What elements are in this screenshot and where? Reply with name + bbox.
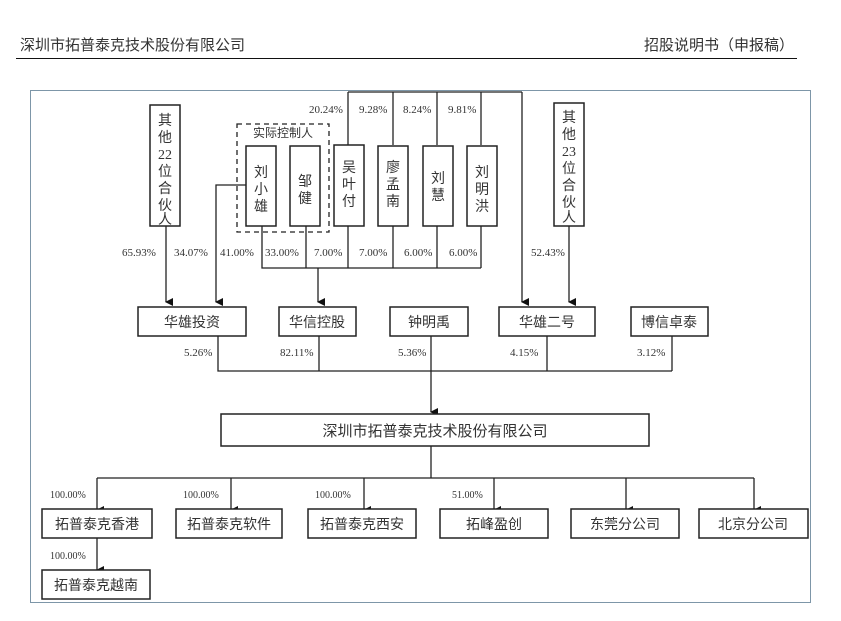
pct-liuxiaoxiong-to-huaxiong: 34.07% [174,247,208,259]
pct-huaxin-holding: 82.11% [280,347,314,359]
label-liuhui-1: 刘 [431,171,445,187]
label-liuxiaoxiong-1: 刘 [254,165,268,181]
label-others22-5: 合 [158,181,172,197]
label-liuminghong-1: 刘 [475,165,489,181]
label-huaxiong-invest: 华雄投资 [164,315,220,331]
node-liaomengnan [377,145,409,227]
label-others22-7: 人 [158,212,172,228]
node-beijing-branch [698,508,809,539]
node-zoujian [289,145,321,227]
label-liuminghong-2: 明 [475,183,489,198]
node-company [220,413,650,447]
pct-huaxiong-invest: 5.26% [184,347,212,359]
node-tuopu-software [175,508,283,539]
label-others22-1: 其 [158,113,172,129]
node-others23 [553,102,585,227]
label-others22-6: 伙 [158,199,172,214]
label-company: 深圳市拓普泰克技术股份有限公司 [322,423,547,440]
pct-zoujian-to-huaxin: 33.00% [265,247,299,259]
label-wuyefu-3: 付 [342,194,356,210]
node-zhongmingyu [389,306,469,337]
node-others22 [149,104,181,227]
node-tuopu-vietnam [41,569,151,600]
pct-liuhui-to-huaxiong2: 8.24% [403,104,431,116]
node-huaxin-holding [278,306,357,337]
label-zoujian-2: 健 [298,191,312,207]
node-tuopu-xian [307,508,417,539]
actual-controller-label: 实际控制人 [253,125,313,140]
node-liuxiaoxiong [245,145,277,227]
label-huaxin-holding: 华信控股 [289,315,345,331]
label-others23-1: 其 [562,110,576,126]
label-liuhui-2: 慧 [431,188,445,204]
pct-tuopu-hk: 100.00% [50,490,86,501]
node-liuhui [422,145,454,227]
arrow-liuxiaoxiong-to-huaxiong [215,184,246,306]
label-wuyefu-1: 吴 [342,161,356,176]
pct-tuopu-vietnam: 100.00% [50,551,86,562]
label-others22-3: 22 [158,148,172,163]
node-tuopu-hk [41,508,153,539]
label-others23-7: 人 [562,210,576,226]
label-huaxiong2: 华雄二号 [519,315,575,331]
connector-shareholder-bus [217,336,672,372]
node-dongguan-branch [570,508,680,539]
label-others23-5: 合 [562,178,576,194]
pct-others23-to-huaxiong2: 52.43% [531,247,565,259]
pct-tuopu-xian: 100.00% [315,490,351,501]
node-liuminghong [466,145,498,227]
pct-liaomengnan-to-huaxin: 7.00% [359,247,387,259]
label-tuopu-hk: 拓普泰克香港 [55,517,139,533]
pct-wuyefu-to-huaxin: 7.00% [314,247,342,259]
pct-liuminghong-to-huaxin: 6.00% [449,247,477,259]
label-others22-4: 位 [158,164,172,180]
pct-huaxiong2: 4.15% [510,347,538,359]
label-liuxiaoxiong-3: 雄 [254,199,268,215]
pct-liuhui-to-huaxin: 6.00% [404,247,432,259]
node-wuyefu [333,144,365,227]
pct-liuxiaoxiong-to-huaxin: 41.00% [220,247,254,259]
node-tuofeng [439,508,549,539]
label-zhongmingyu: 钟明禹 [408,314,450,331]
pct-tuofeng: 51.00% [452,490,483,501]
pct-boxinzhuotai: 3.12% [637,347,665,359]
connector-huaxin-bus [261,226,481,269]
label-beijing-branch: 北京分公司 [718,517,788,533]
label-zoujian-1: 邹 [298,174,312,190]
label-others23-6: 伙 [562,196,576,211]
diagram-frame [30,90,811,603]
label-others22-2: 他 [158,130,172,146]
node-huaxiong2 [498,306,596,337]
label-tuopu-software: 拓普泰克软件 [187,517,271,533]
label-liuxiaoxiong-2: 小 [254,182,268,198]
label-liuminghong-3: 洪 [475,199,489,215]
label-liaomengnan-2: 孟 [386,177,400,193]
actual-controller-group [236,123,330,233]
label-others23-2: 他 [562,127,576,143]
label-liaomengnan-3: 南 [386,194,400,210]
pct-others22-to-huaxiong: 65.93% [122,247,156,259]
label-boxinzhuotai: 博信卓泰 [641,314,697,331]
pct-tuopu-software: 100.00% [183,490,219,501]
pct-liuminghong-to-huaxiong2: 9.81% [448,104,476,116]
pct-zhongmingyu: 5.36% [398,347,426,359]
node-huaxiong-invest [137,306,247,337]
label-tuofeng: 拓峰盈创 [466,517,522,533]
header-document-type: 招股说明书（申报稿） [643,36,794,54]
node-boxinzhuotai [630,306,709,337]
label-wuyefu-2: 叶 [342,177,356,193]
label-liaomengnan-1: 廖 [386,159,400,176]
label-tuopu-vietnam: 拓普泰克越南 [54,578,138,594]
header-company-name: 深圳市拓普泰克技术股份有限公司 [20,36,246,54]
header-rule [16,58,797,59]
label-others23-3: 23 [562,145,576,160]
pct-liaomengnan-to-huaxiong2: 9.28% [359,104,387,116]
label-others23-4: 位 [562,161,576,177]
label-dongguan-branch: 东莞分公司 [590,517,660,533]
label-tuopu-xian: 拓普泰克西安 [320,517,404,533]
pct-wuyefu-to-huaxiong2: 20.24% [309,104,343,116]
